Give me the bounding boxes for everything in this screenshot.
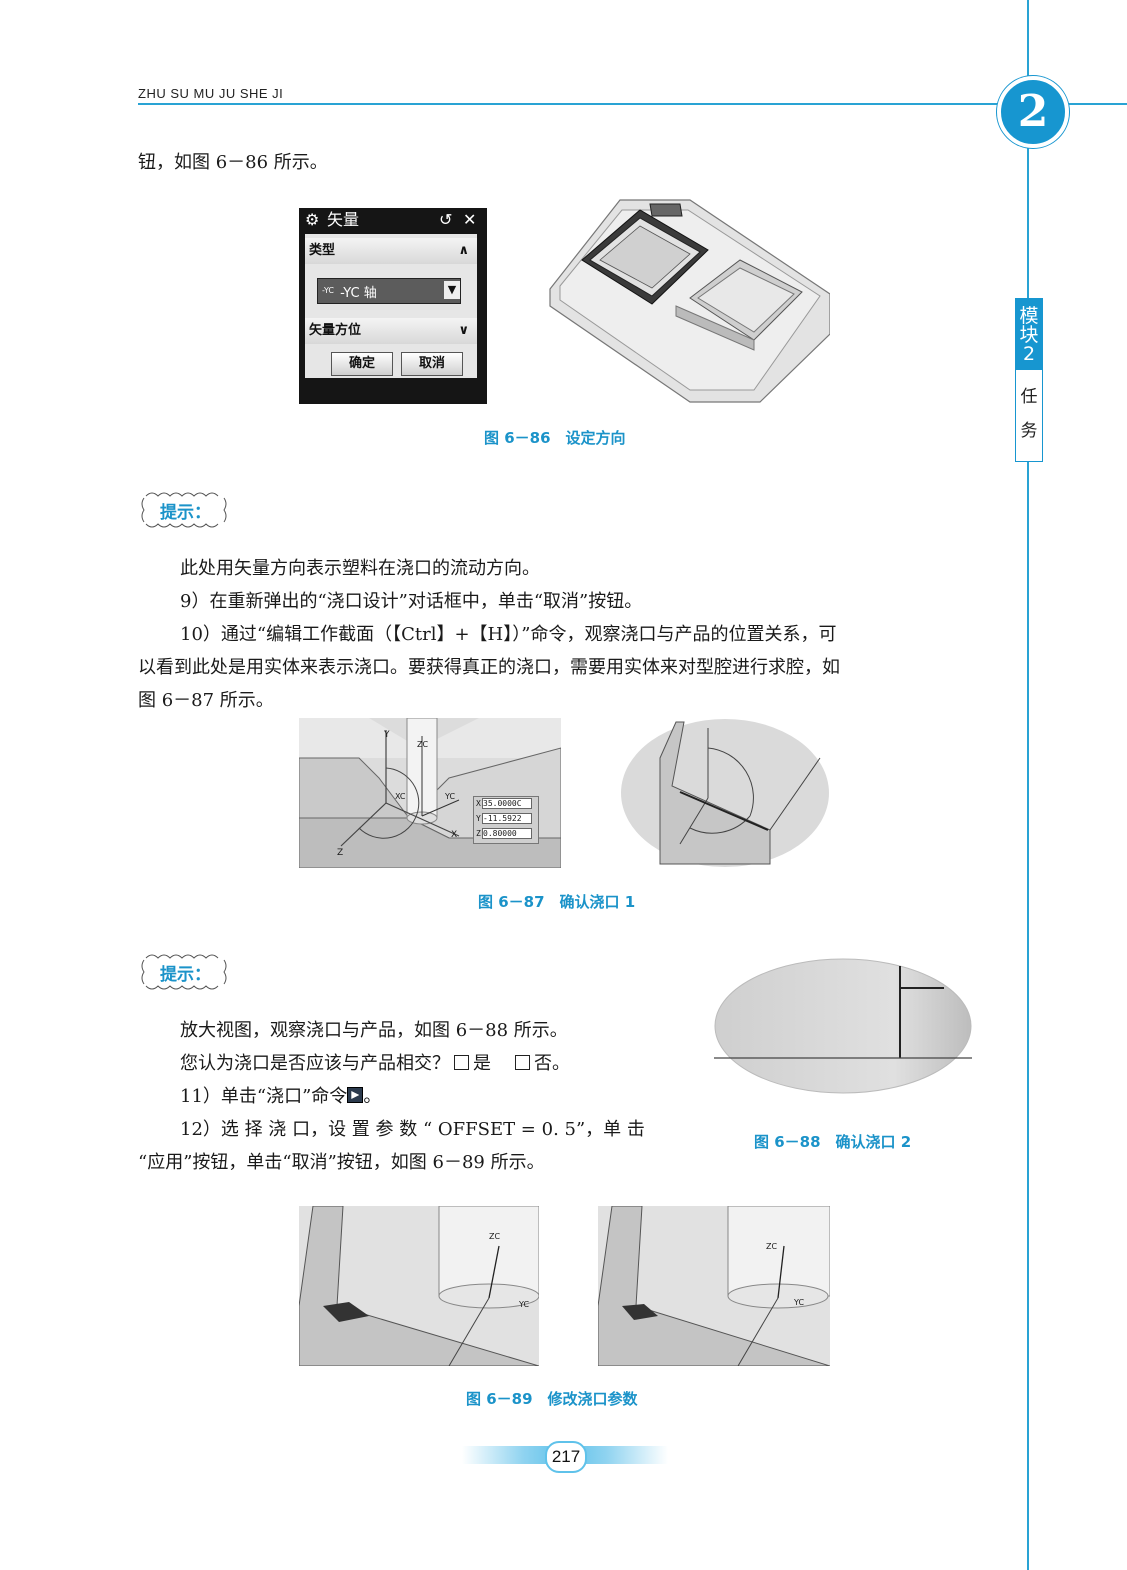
page-number: 217 <box>545 1441 587 1473</box>
step-9: 9）在重新弹出的“浇口设计”对话框中，单击“取消”按钮。 <box>180 591 643 612</box>
chevron-down-small-icon: ∨ <box>458 323 469 338</box>
axis-z-label: Z <box>337 848 344 858</box>
step-12-line-1: 12）选 择 浇 口，设 置 参 数 “ OFFSET = 0. 5”，单 击 <box>180 1119 645 1140</box>
step-10-line-1: 10）通过“编辑工作截面（【Ctrl】+【H】）”命令，观察浇口与产品的位置关系… <box>180 624 837 645</box>
vector-type-select[interactable]: -YC -YC 轴 ▼ <box>317 278 461 304</box>
fig89a-zc-label: ZC <box>489 1232 501 1241</box>
fig89-before: ZC YC <box>299 1206 539 1366</box>
side-tab: 模块2 任务 <box>1015 298 1043 462</box>
step-11: 11）单击“浇口”命令。 <box>180 1080 381 1113</box>
tip2-question: 您认为浇口是否应该与产品相交？ 是 否。 <box>180 1047 570 1080</box>
type-label: 类型 <box>309 243 336 258</box>
caption-fig88: 图 6－88 确认浇口 2 <box>754 1133 912 1151</box>
step-11-period: 。 <box>363 1086 382 1107</box>
side-tab-module: 模块2 <box>1016 299 1042 370</box>
option-no: 否。 <box>534 1053 570 1074</box>
vector-dialog: ⚙ 矢量 ↺ ✕ 类型 ∧ -YC -YC 轴 ▼ 矢量方位 ∨ 确定 取消 <box>299 208 487 404</box>
fig87-zoom-view <box>620 718 830 868</box>
tip-badge-2: 提示： <box>140 952 228 992</box>
close-icon[interactable]: ✕ <box>463 210 477 229</box>
readout-x[interactable]: 35.0000C <box>482 798 532 809</box>
checkbox-yes[interactable] <box>454 1055 469 1070</box>
step-10-line-2: 以看到此处是用实体来表示浇口。要获得真正的浇口，需要用实体来对型腔进行求腔，如 <box>138 657 840 678</box>
vector-section-header[interactable]: 矢量方位 ∨ <box>305 318 477 344</box>
gate-command-icon[interactable] <box>347 1087 364 1103</box>
fig89b-yc-label: YC <box>794 1298 805 1307</box>
axis-x-label: X <box>451 830 458 840</box>
fig89a-yc-label: YC <box>519 1300 530 1309</box>
chevron-down-icon: ▼ <box>444 281 460 299</box>
tip2-question-text: 您认为浇口是否应该与产品相交？ <box>180 1053 450 1074</box>
dialog-title: 矢量 <box>327 210 360 229</box>
vector-label: 矢量方位 <box>309 323 362 338</box>
caption-fig86: 图 6－86 设定方向 <box>484 429 626 447</box>
readout-y[interactable]: -11.5922 <box>482 813 532 824</box>
chevron-up-icon: ∧ <box>458 243 469 258</box>
readout-z[interactable]: 0.80000 <box>482 828 532 839</box>
option-yes: 是 <box>473 1053 491 1074</box>
ok-button[interactable]: 确定 <box>331 352 393 376</box>
dialog-body: 类型 ∧ -YC -YC 轴 ▼ 矢量方位 ∨ 确定 取消 <box>305 234 477 378</box>
tip-label: 提示： <box>160 503 211 523</box>
fig86-mold-model <box>540 194 831 404</box>
axis-yc-label: YC <box>445 792 456 801</box>
caption-fig89: 图 6－89 修改浇口参数 <box>466 1390 638 1408</box>
fig89-after: ZC YC <box>598 1206 830 1366</box>
step-10-line-3: 图 6－87 所示。 <box>138 690 274 711</box>
tip2-line-1: 放大视图，观察浇口与产品，如图 6－88 所示。 <box>180 1020 568 1041</box>
dialog-titlebar: ⚙ 矢量 ↺ ✕ <box>299 208 487 232</box>
reset-icon[interactable]: ↺ <box>439 210 453 229</box>
select-prefix: -YC <box>322 286 334 295</box>
step-12-line-2: “应用”按钮，单击“取消”按钮，如图 6－89 所示。 <box>138 1152 545 1173</box>
axis-xc-label: XC <box>395 792 406 801</box>
chapter-badge: 2 <box>997 76 1069 148</box>
axis-y-label: Y <box>384 730 390 740</box>
select-value: -YC 轴 <box>340 286 377 301</box>
tip1-text: 此处用矢量方向表示塑料在浇口的流动方向。 <box>180 558 540 579</box>
type-section-header[interactable]: 类型 ∧ <box>305 238 477 264</box>
cancel-button[interactable]: 取消 <box>401 352 463 376</box>
caption-fig87: 图 6－87 确认浇口 1 <box>478 893 636 911</box>
axis-zc-label: ZC <box>417 740 429 749</box>
tip-badge-1: 提示： <box>140 490 228 530</box>
tip-label-2: 提示： <box>160 965 211 985</box>
running-head: ZHU SU MU JU SHE JI <box>138 86 284 101</box>
margin-rule <box>1027 0 1029 1570</box>
gear-icon[interactable]: ⚙ <box>305 210 320 229</box>
side-tab-task: 任务 <box>1020 387 1038 441</box>
fig88-zoom-gate <box>714 958 972 1094</box>
header-rule <box>138 103 1127 105</box>
fig89b-zc-label: ZC <box>766 1242 778 1251</box>
checkbox-no[interactable] <box>515 1055 530 1070</box>
step-11-text: 11）单击“浇口”命令 <box>180 1086 348 1107</box>
paragraph-continued: 钮，如图 6－86 所示。 <box>138 152 328 173</box>
